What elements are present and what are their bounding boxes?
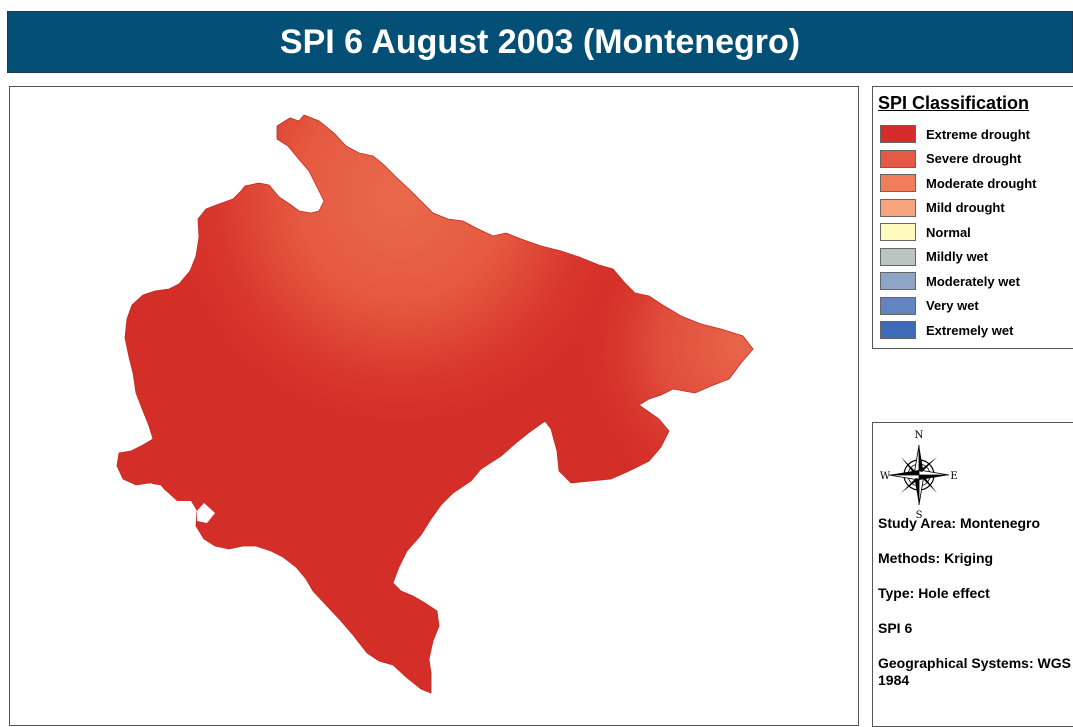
methods-text: Methods: Kriging [878, 550, 994, 566]
legend-swatch [880, 198, 916, 217]
compass-w: W [880, 471, 891, 482]
legend-item: Normal [880, 222, 971, 242]
compass-e: E [950, 471, 957, 482]
map-frame [9, 86, 859, 726]
legend-item: Very wet [880, 296, 979, 316]
legend-label: Mild drought [926, 200, 1005, 215]
legend-label: Normal [926, 224, 971, 240]
legend-swatch [880, 321, 916, 339]
study-area-text: Study Area: Montenegro [878, 515, 1041, 531]
legend-label: Severe drought [926, 151, 1022, 166]
spi-text: SPI 6 [878, 620, 913, 636]
compass-n: N [915, 430, 924, 441]
legend-swatch [880, 174, 916, 192]
legend-item: Extreme drought [880, 124, 1030, 144]
legend-item: Moderately wet [880, 271, 1020, 291]
legend-item: Severe drought [880, 149, 1021, 169]
legend-swatch [880, 247, 916, 266]
legend-swatch [880, 223, 916, 241]
legend-swatch [880, 272, 916, 290]
bay-of-kotor [141, 483, 197, 545]
legend-label: Moderate drought [926, 175, 1037, 191]
montenegro-map [116, 114, 754, 694]
type-text: Type: Hole effect [878, 585, 990, 601]
legend-label: Moderately wet [926, 273, 1020, 289]
compass-s: S [916, 510, 923, 519]
title-bar: SPI 6 August 2003 (Montenegro) [7, 11, 1073, 73]
legend-item: Mild drought [880, 198, 1005, 218]
legend-label: Extremely wet [926, 322, 1014, 338]
legend-label: Mildly wet [926, 249, 989, 264]
legend-title: SPI Classification [878, 93, 1030, 113]
legend-item: Mildly wet [880, 247, 988, 267]
info-panel: N S W E Study Area: Montenegro Methods: … [872, 422, 1073, 727]
country-outline [116, 114, 754, 694]
spi-surface [117, 115, 753, 693]
legend-swatch [880, 296, 916, 315]
legend-label: Very wet [926, 298, 979, 313]
spi-gradient-east [117, 115, 753, 693]
bay-inner [197, 503, 215, 523]
legend-item: Extremely wet [880, 320, 1013, 340]
legend-swatch [880, 149, 916, 168]
geo-systems-text: Geographical Systems: WGS 1984 [878, 655, 1071, 688]
compass-rose-icon: N S W E [880, 430, 957, 519]
map-title: SPI 6 August 2003 (Montenegro) [279, 22, 801, 61]
legend-item: Moderate drought [880, 173, 1037, 193]
legend-label: Extreme drought [926, 126, 1031, 142]
legend-swatch [880, 125, 916, 143]
